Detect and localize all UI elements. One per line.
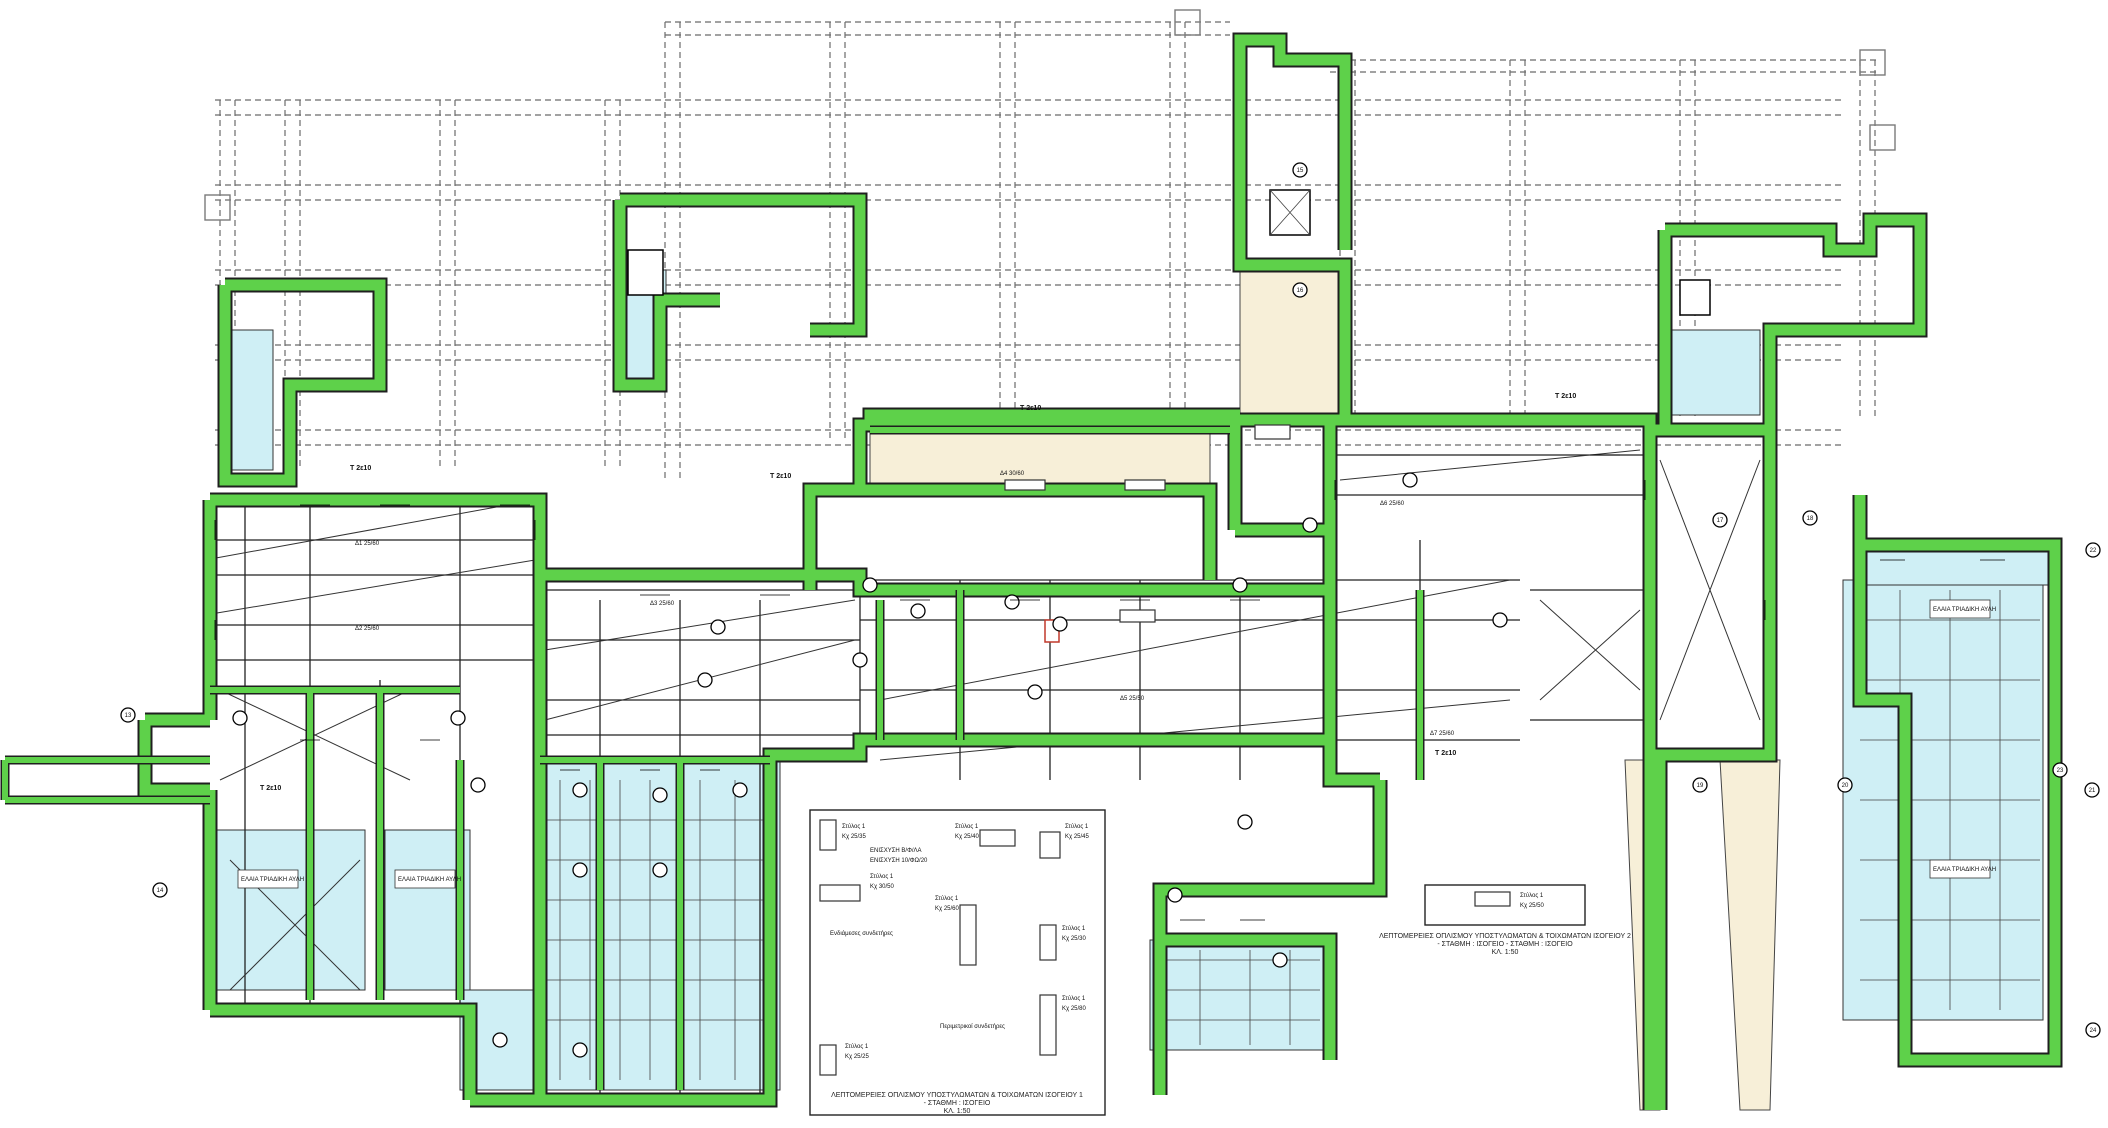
legend-section: Στύλος 1 Κχ 25/40: [955, 824, 1016, 847]
section-markers: [232, 472, 1508, 1058]
svg-text:Στύλος 1: Στύλος 1: [955, 824, 979, 830]
svg-text:Κχ 25/35: Κχ 25/35: [842, 834, 866, 840]
pool-label: ΕΛΑΙΑ ΤΡΙΑΔΙΚΗ ΑΥΛΗ: [241, 877, 304, 883]
svg-text:17: 17: [1717, 518, 1724, 524]
legend-note: Περιμετρικοί συνδετήρες: [940, 1023, 1005, 1030]
legend-note: Ενδιάμεσες συνδετήρες: [830, 930, 893, 937]
annotation-ticks: [214, 454, 2005, 921]
svg-text:Κχ 25/45: Κχ 25/45: [1065, 834, 1089, 840]
svg-text:24: 24: [2090, 1028, 2097, 1034]
axis-mark: 22: [2085, 542, 2101, 558]
legend-section: Στύλος 1 Κχ 25/30: [1039, 924, 1086, 961]
svg-text:Στύλος 1: Στύλος 1: [845, 1044, 869, 1050]
axis-mark: 21: [2084, 782, 2100, 798]
axis-mark: 14: [152, 882, 168, 898]
axis-mark: 17: [1712, 512, 1728, 528]
beam-tag: Δ3 25/60: [650, 601, 675, 607]
beam-tag: Δ4 30/60: [1000, 471, 1025, 477]
svg-text:Κχ 25/25: Κχ 25/25: [845, 1054, 869, 1060]
pool-areas: [214, 269, 2056, 1091]
beam-tag: Δ7 25/60: [1430, 731, 1455, 737]
title-line-2: - ΣΤΑΘΜΗ : ΙΣΟΓΕΙΟ: [924, 1100, 991, 1107]
wall-tag: Τ 2ε10: [1020, 405, 1041, 412]
pool-labels: ΕΛΑΙΑ ΤΡΙΑΔΙΚΗ ΑΥΛΗ ΕΛΑΙΑ ΤΡΙΑΔΙΚΗ ΑΥΛΗ …: [237, 599, 1996, 889]
beam-tags: Δ1 25/60 Δ2 25/60 Δ3 25/60 Δ4 30/60 Δ5 2…: [355, 471, 1455, 737]
wall-tag: Τ 2ε10: [260, 785, 281, 792]
beam-tag: Δ6 25/60: [1380, 501, 1405, 507]
svg-text:Κχ 25/50: Κχ 25/50: [1520, 903, 1544, 909]
axis-mark: 13: [120, 707, 136, 723]
legend-note: ΕΝΙΣΧΥΣΗ 10/ΦΩ/20: [870, 858, 928, 864]
section-legend: Στύλος 1 Κχ 25/35 Στύλος 1 Κχ 25/40 Στύλ…: [809, 809, 1106, 1116]
wall-tags: Τ 2ε10 Τ 2ε10 Τ 2ε10 Τ 2ε10 Τ 2ε10 Τ 2ε1…: [260, 393, 1576, 792]
svg-text:18: 18: [1807, 516, 1814, 522]
svg-text:Στύλος 1: Στύλος 1: [1520, 893, 1544, 899]
axis-mark: 15: [1292, 162, 1308, 178]
right-title-line-1: ΛΕΠΤΟΜΕΡΕΙΕΣ ΟΠΛΙΣΜΟΥ ΥΠΟΣΤΥΛΩΜΑΤΩΝ & ΤΟ…: [1379, 933, 1631, 940]
svg-text:21: 21: [2089, 788, 2096, 794]
svg-text:Κχ 25/80: Κχ 25/80: [1062, 1006, 1086, 1012]
svg-text:Στύλος 1: Στύλος 1: [935, 896, 959, 902]
svg-text:Στύλος 1: Στύλος 1: [1062, 996, 1086, 1002]
svg-text:Στύλος 1: Στύλος 1: [1062, 926, 1086, 932]
axis-mark: 24: [2085, 1022, 2101, 1038]
green-walls: [0, 34, 2061, 1110]
svg-text:13: 13: [125, 713, 132, 719]
legend-section: Στύλος 1 Κχ 25/35: [819, 819, 866, 851]
right-legend: Στύλος 1 Κχ 25/50 ΛΕΠΤΟΜΕΡΕΙΕΣ ΟΠΛΙΣΜΟΥ …: [1379, 884, 1631, 956]
wall-tag: Τ 2ε10: [1435, 750, 1456, 757]
axis-mark: 20: [1837, 777, 1853, 793]
axis-marks: 13 14 15 16 17 18 19 20 21 22 23 24 25: [120, 162, 2101, 1038]
beam-tag: Δ1 25/60: [355, 541, 380, 547]
svg-text:Στύλος 1: Στύλος 1: [1065, 824, 1089, 830]
wall-tag: Τ 2ε10: [1555, 393, 1576, 400]
axis-mark: 16: [1292, 282, 1308, 298]
legend-section: Στύλος 1 Κχ 25/25: [819, 1044, 869, 1076]
svg-text:Κχ 25/30: Κχ 25/30: [1062, 936, 1086, 942]
legend-section: Στύλος 1 Κχ 25/80: [1039, 994, 1086, 1056]
legend-section: Στύλος 1 Κχ 30/50: [819, 874, 894, 902]
svg-text:23: 23: [2057, 768, 2064, 774]
title-line-3: ΚΛ. 1:50: [944, 1108, 971, 1115]
legend-section: Στύλος 1 Κχ 25/45: [1039, 824, 1089, 859]
pool-label: ΕΛΑΙΑ ΤΡΙΑΔΙΚΗ ΑΥΛΗ: [398, 877, 461, 883]
axis-mark: 18: [1802, 510, 1818, 526]
pool-label: ΕΛΑΙΑ ΤΡΙΑΔΙΚΗ ΑΥΛΗ: [1933, 607, 1996, 613]
svg-text:22: 22: [2090, 548, 2097, 554]
legend-section: Στύλος 1 Κχ 25/60: [935, 896, 977, 966]
svg-text:19: 19: [1697, 783, 1704, 789]
svg-text:20: 20: [1842, 783, 1849, 789]
svg-text:Κχ 30/50: Κχ 30/50: [870, 884, 894, 890]
pool-label: ΕΛΑΙΑ ΤΡΙΑΔΙΚΗ ΑΥΛΗ: [1933, 867, 1996, 873]
wall-tag: Τ 2ε10: [350, 465, 371, 472]
svg-text:Στύλος 1: Στύλος 1: [870, 874, 894, 880]
svg-text:16: 16: [1297, 288, 1304, 294]
legend-note: ΕΝΙΣΧΥΣΗ Β/Φ/ΛΑ: [870, 848, 922, 854]
axis-mark: 19: [1692, 777, 1708, 793]
beam-tag: Δ2 25/60: [355, 626, 380, 632]
axis-mark: 23: [2052, 762, 2068, 778]
title-line-1: ΛΕΠΤΟΜΕΡΕΙΕΣ ΟΠΛΙΣΜΟΥ ΥΠΟΣΤΥΛΩΜΑΤΩΝ & ΤΟ…: [831, 1092, 1083, 1099]
svg-text:15: 15: [1297, 168, 1304, 174]
right-title-line-3: ΚΛ. 1:50: [1492, 949, 1519, 956]
wall-tag: Τ 2ε10: [770, 473, 791, 480]
svg-text:14: 14: [157, 888, 164, 894]
svg-text:Κχ 25/40: Κχ 25/40: [955, 834, 979, 840]
beam-tag: Δ5 25/50: [1120, 696, 1145, 702]
svg-text:Στύλος 1: Στύλος 1: [842, 824, 866, 830]
right-title-line-2: - ΣΤΑΘΜΗ : ΙΣΟΓΕΙΟ - ΣΤΑΘΜΗ : ΙΣΟΓΕΙΟ: [1437, 941, 1573, 948]
svg-text:Κχ 25/60: Κχ 25/60: [935, 906, 959, 912]
